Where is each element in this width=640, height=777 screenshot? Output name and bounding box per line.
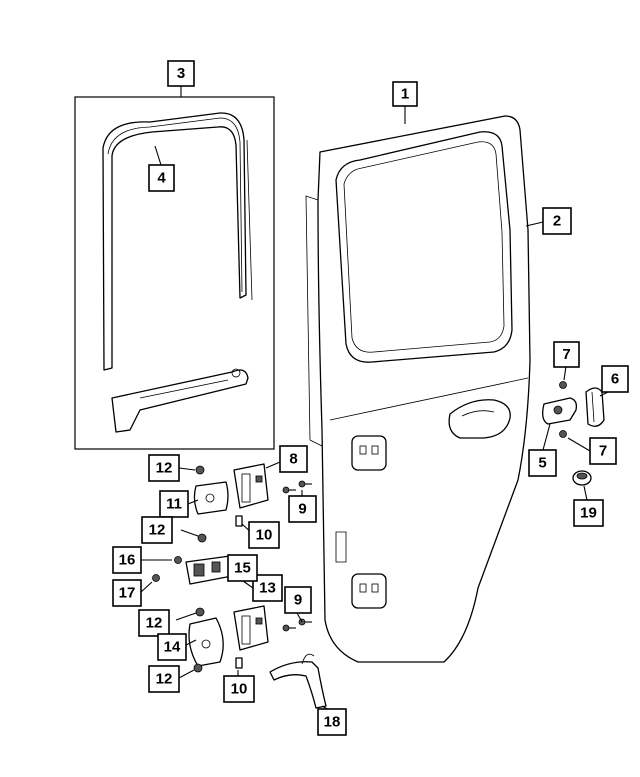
lower-hinge-door-half xyxy=(233,605,269,651)
callout-11: 11 xyxy=(159,490,189,518)
callout-4: 4 xyxy=(148,164,175,192)
callout-12-c-label: 12 xyxy=(146,615,163,632)
callout-13-label: 13 xyxy=(259,580,276,597)
callout-13: 13 xyxy=(252,574,283,602)
callout-18-label: 18 xyxy=(324,714,341,731)
callout-1-label: 1 xyxy=(401,86,409,103)
callout-12-a: 12 xyxy=(148,454,180,482)
callout-9-lower: 9 xyxy=(284,586,312,614)
callout-8: 8 xyxy=(279,445,308,473)
bolts-9-lower xyxy=(282,618,312,632)
callout-7-lower: 7 xyxy=(589,437,617,465)
callout-3: 3 xyxy=(167,60,195,87)
callout-15: 15 xyxy=(227,554,258,582)
bolt-17 xyxy=(152,574,160,582)
glass-run-channel xyxy=(102,112,253,371)
hinge-pin-10-lower xyxy=(235,657,243,669)
callout-19: 19 xyxy=(573,499,604,527)
inset-frame xyxy=(74,96,275,450)
striker-shim xyxy=(585,387,605,427)
upper-hinge-body-half xyxy=(193,481,229,515)
door-check-strap xyxy=(185,555,233,585)
callout-9-upper: 9 xyxy=(288,495,317,523)
bolts-9-upper xyxy=(282,480,312,494)
callout-7-upper: 7 xyxy=(553,341,580,368)
callout-14: 14 xyxy=(157,633,187,661)
callout-10-lower-label: 10 xyxy=(231,681,248,698)
callout-12-b: 12 xyxy=(141,516,173,544)
callout-10-upper-label: 10 xyxy=(256,527,273,544)
callout-7-lower-label: 7 xyxy=(599,443,607,460)
callout-2-label: 2 xyxy=(553,213,561,230)
bolt-12-b xyxy=(197,533,207,543)
callout-6-label: 6 xyxy=(611,371,619,388)
callout-9-lower-label: 9 xyxy=(294,592,302,609)
callout-10-lower: 10 xyxy=(223,675,255,703)
callout-5-label: 5 xyxy=(538,455,546,472)
screw-7-lower xyxy=(559,430,567,438)
callout-6: 6 xyxy=(601,365,629,393)
callout-17-label: 17 xyxy=(119,585,136,602)
callout-14-label: 14 xyxy=(164,639,181,656)
upper-hinge-door-half xyxy=(233,463,269,509)
door-shell xyxy=(305,115,531,663)
nut-16 xyxy=(174,556,182,564)
callout-12-b-label: 12 xyxy=(149,522,166,539)
callout-12-c: 12 xyxy=(138,609,170,637)
callout-12-a-label: 12 xyxy=(156,460,173,477)
bolt-12-c xyxy=(195,607,205,617)
callout-10-upper: 10 xyxy=(248,521,280,549)
door-bumper xyxy=(572,470,592,486)
callout-1: 1 xyxy=(392,81,418,107)
callout-15-label: 15 xyxy=(234,560,251,577)
callout-3-label: 3 xyxy=(177,65,185,82)
callout-12-d: 12 xyxy=(148,665,180,693)
callout-19-label: 19 xyxy=(580,505,597,522)
callout-16-label: 16 xyxy=(119,552,136,569)
callout-8-label: 8 xyxy=(289,451,297,468)
window-regulator-rail xyxy=(111,368,249,433)
callout-7-upper-label: 7 xyxy=(562,346,570,363)
callout-16: 16 xyxy=(112,546,142,574)
callout-9-upper-label: 9 xyxy=(298,501,306,518)
callout-12-d-label: 12 xyxy=(156,671,173,688)
striker-assembly xyxy=(542,397,578,425)
lower-hinge-body-half xyxy=(188,617,224,667)
callout-5: 5 xyxy=(528,449,557,477)
hinge-pin-10-upper xyxy=(235,515,243,527)
screw-7-upper xyxy=(559,381,567,389)
bolt-12-d xyxy=(193,663,203,673)
door-limiter-strap xyxy=(269,653,327,709)
callout-17: 17 xyxy=(112,579,142,607)
callout-11-label: 11 xyxy=(166,496,182,513)
callout-18: 18 xyxy=(317,708,347,736)
callout-2: 2 xyxy=(542,207,572,235)
callout-4-label: 4 xyxy=(157,170,166,187)
bolt-12-a xyxy=(195,465,205,475)
